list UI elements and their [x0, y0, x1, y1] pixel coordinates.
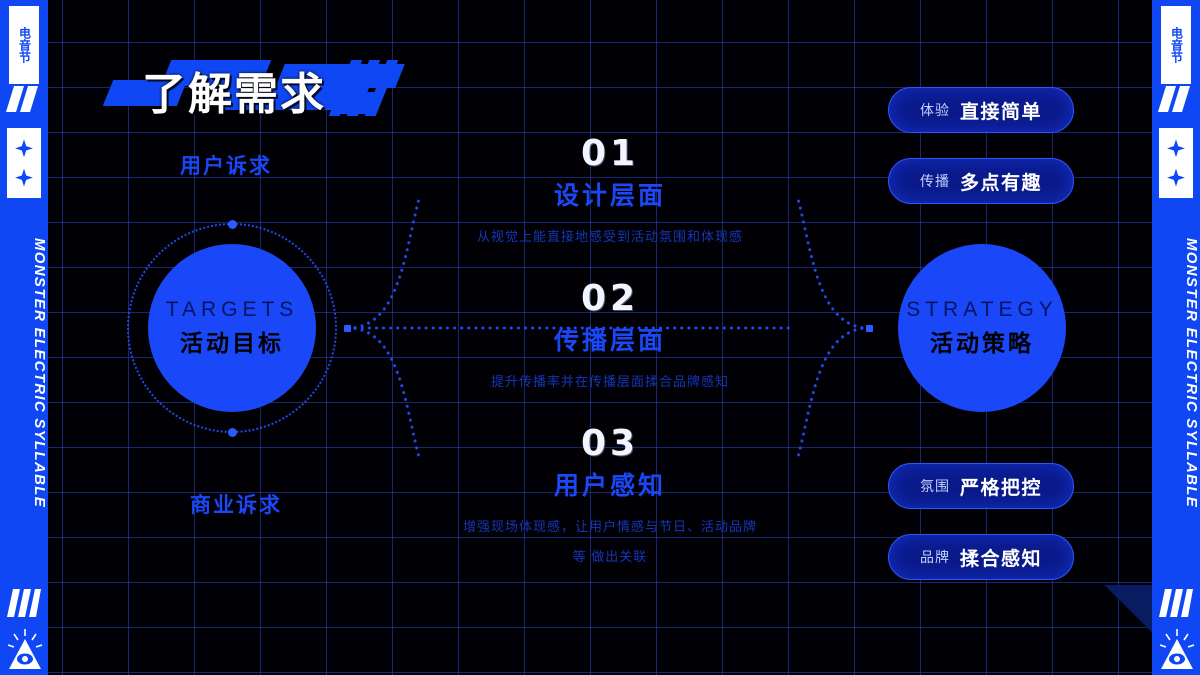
caption-user-demand: 用户诉求 [180, 155, 272, 178]
ring-dot-top [228, 220, 237, 229]
item-number: 01 [580, 133, 640, 174]
targets-circle[interactable]: TARGETS 活动目标 [148, 244, 316, 412]
targets-circle-en: TARGETS [165, 298, 299, 321]
slash-icon-bottom-left [7, 589, 41, 617]
item-description: 从视觉上能直接地感受到活动氛围和体现感 [476, 229, 743, 244]
caption-business-demand: 商业诉求 [190, 494, 282, 517]
strategy-pill[interactable]: 品牌 揉合感知 [888, 534, 1074, 580]
eye-icon-right [1159, 629, 1195, 669]
rail-cn-badge-right: 电音节 [1161, 6, 1191, 84]
diamond-icon-right [1159, 128, 1193, 198]
list-item[interactable]: 03 用户感知 增强现场体现感，让用户情感与节日、活动品牌等 做出关联 [390, 423, 830, 572]
item-number: 02 [580, 278, 640, 319]
page-title: 了解需求 [102, 34, 405, 120]
eye-icon-left [7, 629, 43, 669]
list-item[interactable]: 01 设计层面 从视觉上能直接地感受到活动氛围和体现感 [390, 133, 830, 252]
pill-label: 体验 [919, 102, 950, 118]
left-rail: 电音节 MONSTER ELECTRIC SYLLABLE [0, 0, 48, 675]
diamond-icon-left [7, 128, 41, 198]
connector-node-right [866, 325, 873, 332]
pill-label: 品牌 [919, 549, 950, 565]
connector-node-left [344, 325, 351, 332]
pill-value: 严格把控 [959, 477, 1042, 499]
strategy-circle[interactable]: STRATEGY 活动策略 [898, 244, 1066, 412]
ring-dot-bottom [228, 428, 237, 437]
targets-circle-cn: 活动目标 [180, 330, 284, 356]
strategy-pill[interactable]: 传播 多点有趣 [888, 158, 1074, 204]
item-description: 增强现场体现感，让用户情感与节日、活动品牌等 做出关联 [462, 519, 757, 564]
list-item[interactable]: 02 传播层面 提升传播率并在传播层面揉合品牌感知 [390, 278, 830, 397]
pill-value: 揉合感知 [959, 548, 1042, 570]
slash-icon-top-right [1158, 86, 1190, 112]
pill-value: 多点有趣 [959, 172, 1042, 194]
strategy-pill[interactable]: 氛围 严格把控 [888, 463, 1074, 509]
item-title: 设计层面 [553, 182, 666, 210]
item-title: 传播层面 [553, 327, 666, 355]
right-rail: 电音节 MONSTER ELECTRIC SYLLABLE [1152, 0, 1200, 675]
rail-cn-badge-left: 电音节 [9, 6, 39, 84]
strategy-circle-en: STRATEGY [906, 298, 1058, 321]
pill-value: 直接简单 [959, 101, 1042, 123]
slash-icon-bottom-right [1159, 589, 1193, 617]
item-number: 03 [580, 423, 640, 464]
slash-icon-top-left [6, 86, 38, 112]
strategy-pill[interactable]: 体验 直接简单 [888, 87, 1074, 133]
rail-label-right: MONSTER ELECTRIC SYLLABLE [1183, 237, 1200, 508]
pill-label: 传播 [919, 173, 950, 189]
rail-label-left: MONSTER ELECTRIC SYLLABLE [31, 237, 48, 508]
strategy-circle-cn: 活动策略 [930, 330, 1034, 356]
item-description: 提升传播率并在传播层面揉合品牌感知 [490, 374, 729, 389]
pill-label: 氛围 [919, 478, 950, 494]
item-title: 用户感知 [553, 472, 666, 500]
page-title-text: 了解需求 [142, 69, 326, 120]
